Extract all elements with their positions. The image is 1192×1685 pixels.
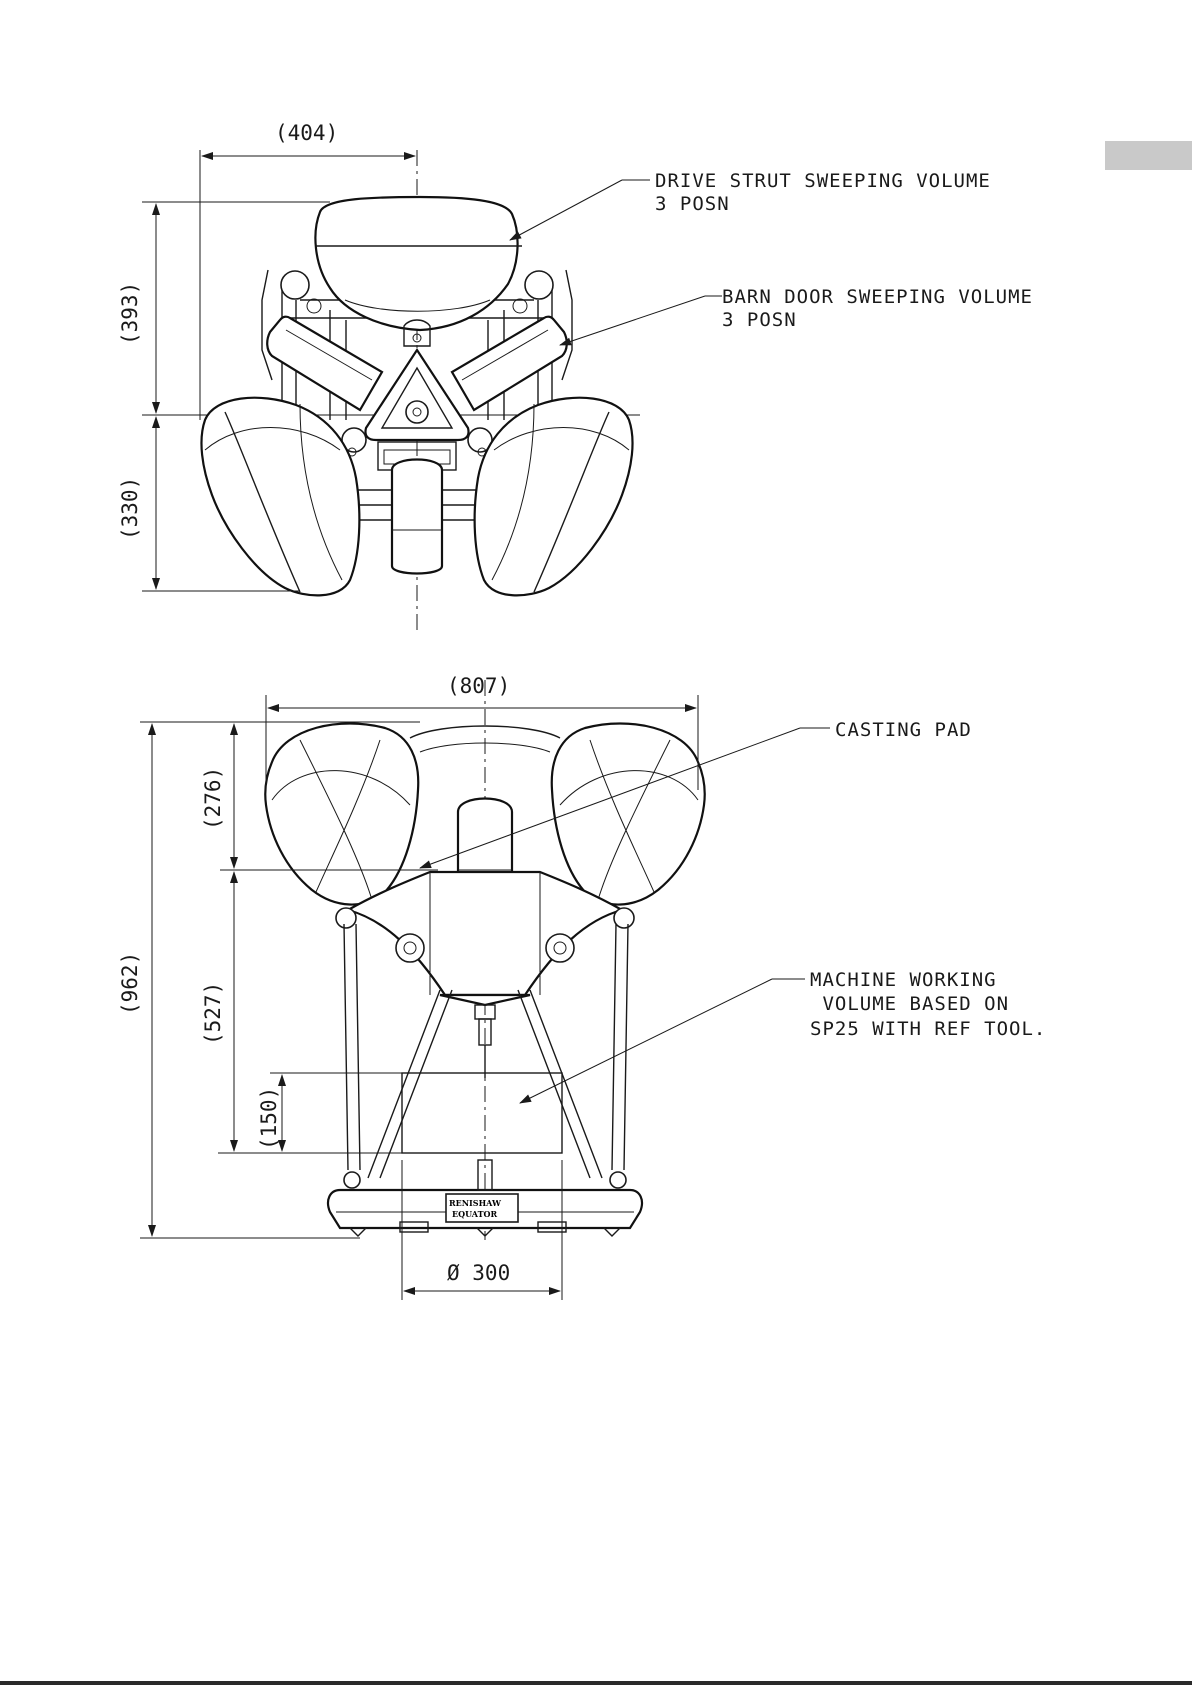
working-volume-callout-line1: MACHINE WORKING [810, 969, 997, 991]
working-volume-callout-line3: SP25 WITH REF TOOL. [810, 1018, 1046, 1040]
top-view: (404) (393) (330) DRIVE STRUT SWEEPING V… [118, 121, 1033, 635]
side-upper-right-pod [552, 723, 705, 904]
side-working-height-dimension: (150) [257, 1087, 281, 1150]
working-diameter-dimension: Ø 300 [447, 1261, 510, 1285]
side-overall-width-dimension: (807) [447, 674, 510, 698]
drive-strut-callout-line1: DRIVE STRUT SWEEPING VOLUME [655, 170, 991, 192]
lower-right-sweep-pod [475, 398, 633, 596]
side-overall-height-dimension: (962) [118, 952, 142, 1015]
lower-left-sweep-pod [201, 398, 359, 596]
working-volume-callout-line2: VOLUME BASED ON [810, 993, 1009, 1015]
top-lower-height-dimension: (330) [118, 477, 142, 540]
base-plate-logo: RENISHAW [449, 1198, 502, 1208]
casting-pad-callout: CASTING PAD [835, 719, 972, 741]
barn-door-right [452, 317, 567, 410]
barn-door-callout-line2: 3 POSN [722, 309, 797, 331]
drive-strut-sweep-pod [315, 197, 522, 330]
side-upper-height-dimension: (276) [201, 767, 225, 830]
side-view: RENISHAW EQUATOR (807) (962) (276) (527)… [118, 674, 1046, 1300]
top-view-probe [392, 460, 442, 574]
barn-door-callout-line1: BARN DOOR SWEEPING VOLUME [722, 286, 1033, 308]
top-upper-height-dimension: (393) [118, 282, 142, 345]
working-volume-box [402, 1073, 562, 1153]
side-base: RENISHAW EQUATOR [328, 1160, 642, 1236]
side-upper-left-pod [265, 723, 418, 904]
top-width-dimension: (404) [275, 121, 338, 145]
barn-door-left [267, 317, 382, 410]
side-middle-height-dimension: (527) [201, 982, 225, 1045]
base-plate-model: EQUATOR [452, 1209, 497, 1219]
drive-strut-callout-line2: 3 POSN [655, 193, 730, 215]
